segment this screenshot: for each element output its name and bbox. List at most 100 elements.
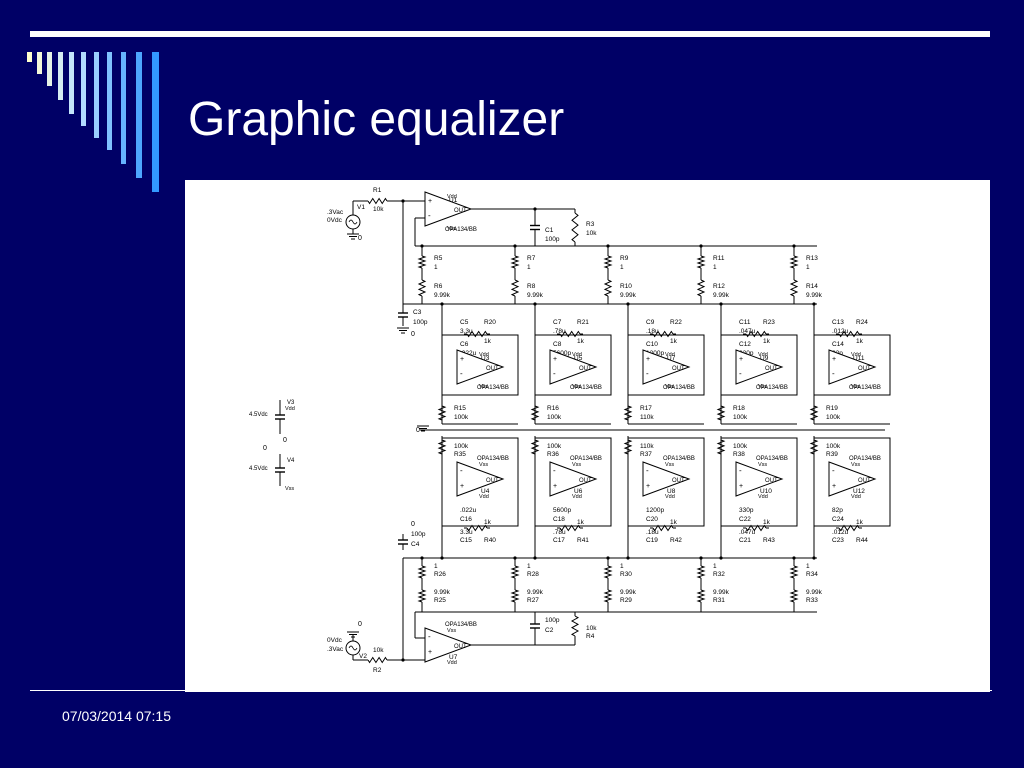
label-r35: R35 <box>454 451 466 458</box>
opamp-model: OPA134/BB <box>756 456 788 462</box>
junction-dot <box>812 302 816 306</box>
opamp-out-label: OUT <box>486 478 499 484</box>
ground-label: 0 <box>283 437 287 444</box>
opamp-supply-label: Vdd <box>851 352 861 358</box>
opamp-minus: - <box>832 369 835 378</box>
label-value: 110k <box>640 414 654 421</box>
opamp-supply-label: Vdd <box>572 352 582 358</box>
opamp-plus: + <box>646 356 650 363</box>
opamp-supply-label: Vdd <box>479 494 489 500</box>
ground-label: 0 <box>416 427 420 434</box>
label-c15: C15 <box>460 537 472 544</box>
resistor <box>838 330 860 338</box>
opamp-out-label: OUT <box>486 366 499 372</box>
label-value: 100k <box>454 443 469 450</box>
opamp-out-label: OUT <box>672 366 685 372</box>
r3-name: R3 <box>586 221 595 228</box>
resistor <box>652 524 674 532</box>
opamp-plus: + <box>739 483 743 490</box>
decor-bar <box>152 52 159 192</box>
opamp-supply-label: Vss <box>665 384 674 390</box>
c3-value: 100p <box>413 319 428 326</box>
title-top-rule <box>30 31 990 37</box>
label-r22: R22 <box>670 319 682 326</box>
label-value: 1k <box>577 338 585 345</box>
resistor-r32 <box>696 565 706 579</box>
opamp-name: U12 <box>853 488 865 495</box>
r4-value: 10k <box>586 625 597 632</box>
resistor <box>559 524 581 532</box>
label-value: 3.3u <box>460 529 473 536</box>
c4-name: C4 <box>411 541 420 548</box>
label-c13: C13 <box>832 319 844 326</box>
label-value: 9.99k <box>434 292 451 299</box>
opamp-plus: + <box>553 356 557 363</box>
label-value: 100k <box>454 414 469 421</box>
label-r30: R30 <box>620 571 632 578</box>
v4-value: 4.5Vdc <box>249 466 268 472</box>
ground-label: 0 <box>411 521 415 528</box>
decor-bar <box>94 52 99 138</box>
v3-name: V3 <box>287 400 295 406</box>
v3-vdd: Vdd <box>285 406 295 412</box>
opamp-supply-label: Vdd <box>851 494 861 500</box>
opamp-supply-label: Vss <box>479 462 488 468</box>
opamp-u6 <box>549 461 598 497</box>
decor-bar <box>81 52 86 126</box>
opamp-supply-label: Vss <box>447 628 456 634</box>
label-value: 1k <box>577 519 585 526</box>
decor-bar <box>27 52 32 62</box>
opamp-u5 <box>549 349 598 385</box>
opamp-supply-label: Vdd <box>758 494 768 500</box>
opamp-u10 <box>735 461 784 497</box>
junction-dot <box>626 302 630 306</box>
label-c19: C19 <box>646 537 658 544</box>
label-c14: C14 <box>832 341 844 348</box>
resistor <box>466 330 488 338</box>
opamp-model: OPA134/BB <box>477 456 509 462</box>
resistor-r25 <box>417 589 427 603</box>
label-r6: R6 <box>434 283 443 290</box>
resistor-r11 <box>696 255 706 269</box>
opamp-out-label: OUT <box>454 208 467 214</box>
label-r28: R28 <box>527 571 539 578</box>
r2-value: 10k <box>373 647 384 654</box>
label-r26: R26 <box>434 571 446 578</box>
opamp-u1 <box>424 191 473 227</box>
opamp-minus: - <box>739 466 742 475</box>
label-value: 110k <box>640 443 654 450</box>
label-value: 100k <box>733 414 748 421</box>
opamp-supply-label: Vss <box>572 462 581 468</box>
label-value: 9.99k <box>620 589 637 596</box>
resistor-r29 <box>603 589 613 603</box>
label-value: .18u <box>646 529 659 536</box>
resistor <box>571 212 579 243</box>
label-value: .78u <box>553 328 566 335</box>
label-c12: C12 <box>739 341 751 348</box>
resistor <box>652 330 674 338</box>
label-value: 1 <box>620 563 624 570</box>
label-value: 9.99k <box>713 292 730 299</box>
opamp-plus: + <box>739 356 743 363</box>
v2-name: V2 <box>359 653 367 660</box>
opamp-name: U7 <box>667 355 676 362</box>
label-value: 1 <box>806 264 810 271</box>
label-r19: R19 <box>826 405 838 412</box>
r4-name: R4 <box>586 633 595 640</box>
resistor-r9 <box>603 255 613 269</box>
opamp-name: U5 <box>574 355 583 362</box>
resistor <box>716 405 726 421</box>
label-r29: R29 <box>620 597 632 604</box>
label-value: 1 <box>713 563 717 570</box>
label-value: .012u <box>832 328 849 335</box>
opamp-name: U6 <box>574 488 583 495</box>
label-r10: R10 <box>620 283 632 290</box>
opamp-model: OPA134/BB <box>663 456 695 462</box>
label-c6: C6 <box>460 341 469 348</box>
resistor-r6 <box>417 279 427 297</box>
label-value: 9.99k <box>620 292 637 299</box>
label-value: 1k <box>763 338 771 345</box>
resistor <box>745 524 767 532</box>
resistor-r30 <box>603 565 613 579</box>
label-c11: C11 <box>739 319 751 326</box>
